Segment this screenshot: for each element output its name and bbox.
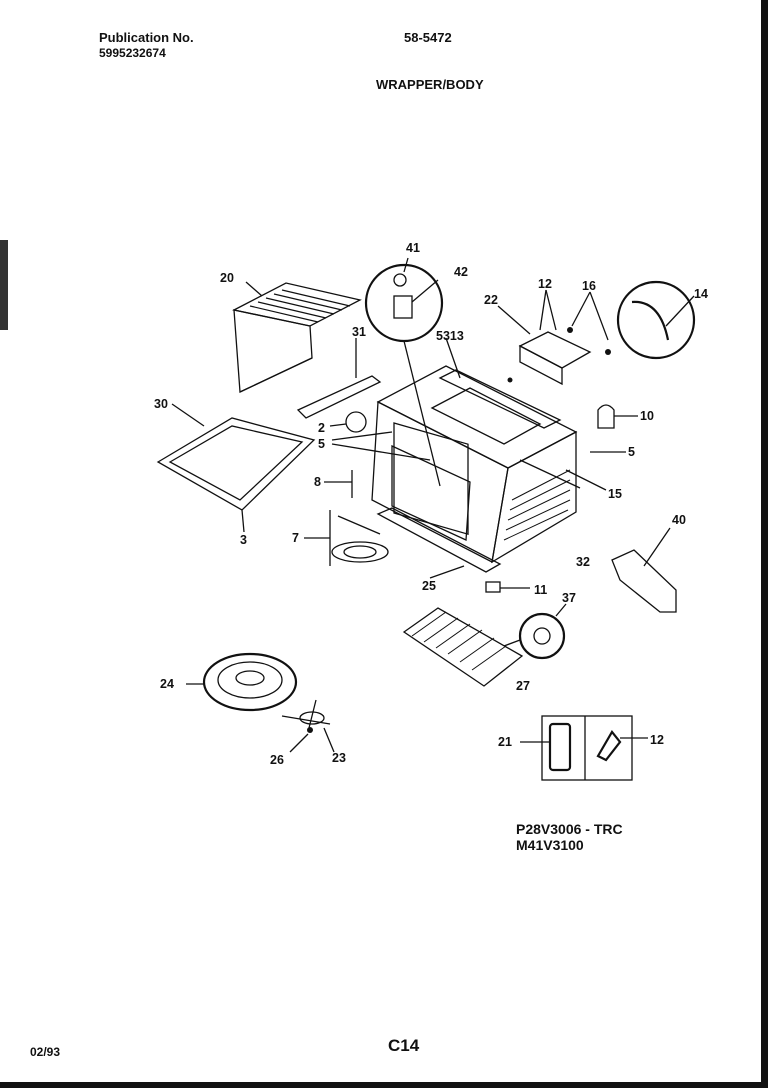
callout-20: 20 (220, 271, 234, 285)
part-27-rack (402, 607, 524, 687)
callout-42: 42 (454, 265, 468, 279)
callout-12-top: 12 (538, 277, 552, 291)
model-number-2: M41V3100 (516, 837, 584, 853)
callout-5-left: 5 (318, 437, 325, 451)
callout-8: 8 (314, 475, 321, 489)
callout-37: 37 (562, 591, 576, 605)
part-22-control-bracket (497, 289, 611, 386)
callout-23: 23 (332, 751, 346, 765)
revision-date: 02/93 (30, 1045, 61, 1059)
main-cabinet-body (371, 337, 581, 564)
callout-27: 27 (516, 679, 530, 693)
document-code: 58-5472 (404, 30, 452, 45)
part-23-roller (281, 699, 335, 753)
part-20-side-panel (232, 281, 362, 393)
callout-10: 10 (640, 409, 654, 423)
publication-label: Publication No. (99, 30, 194, 45)
inset-21-12 (520, 715, 648, 781)
callout-3: 3 (240, 533, 247, 547)
page-code: C14 (388, 1036, 420, 1055)
callout-22: 22 (484, 293, 498, 307)
part-2-knob (329, 411, 367, 433)
callout-32: 32 (576, 555, 590, 569)
callout-12-inset: 12 (650, 733, 664, 747)
callout-26: 26 (270, 753, 284, 767)
callout-5-right: 5 (628, 445, 635, 459)
callout-7: 7 (292, 531, 299, 545)
part-25-base-rail (376, 507, 530, 593)
callout-41: 41 (406, 241, 420, 255)
part-40-bracket (611, 527, 677, 613)
callout-5313: 5313 (436, 329, 464, 343)
publication-number: 5995232674 (99, 46, 166, 60)
callout-25: 25 (422, 579, 436, 593)
callout-31: 31 (352, 325, 366, 339)
model-number-1: P28V3006 - TRC (516, 821, 623, 837)
callout-16: 16 (582, 279, 596, 293)
callout-11: 11 (534, 583, 547, 597)
part-8-7-mechanism (304, 470, 389, 566)
detail-circle-14 (616, 280, 696, 360)
callout-24: 24 (160, 677, 174, 691)
detail-circle-41-42 (364, 257, 444, 487)
part-24-turntable (186, 652, 298, 712)
scan-edge-strip (0, 240, 8, 330)
callout-2: 2 (318, 421, 325, 435)
part-31-bracket (296, 338, 382, 419)
callout-40: 40 (672, 513, 686, 527)
callout-14: 14 (694, 287, 708, 301)
part-10-cap (597, 404, 638, 429)
callout-15: 15 (608, 487, 622, 501)
callout-30: 30 (154, 397, 168, 411)
part-30-tray (156, 403, 316, 533)
section-title: WRAPPER/BODY (376, 77, 484, 92)
detail-circle-37 (503, 603, 567, 660)
callout-21: 21 (498, 735, 512, 749)
